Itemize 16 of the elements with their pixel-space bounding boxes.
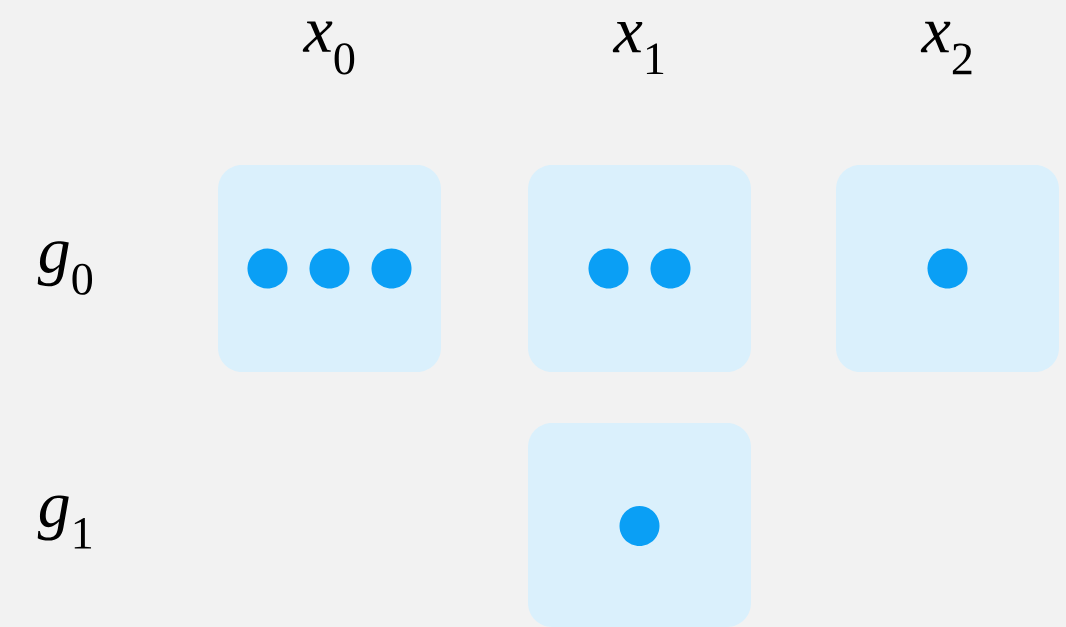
axis-label: x$_{0}$ <box>302 21 355 75</box>
rounded-box <box>528 423 751 627</box>
dot <box>371 248 412 289</box>
rounded-box <box>528 165 751 372</box>
axis-label: x$_{2}$ <box>920 21 972 75</box>
rounded-box <box>836 165 1059 372</box>
dot <box>927 248 968 289</box>
dot <box>309 248 350 289</box>
dot <box>619 506 660 546</box>
dot <box>650 248 691 289</box>
axis-label: x$_{1}$ <box>612 21 664 75</box>
rounded-box <box>218 165 441 372</box>
dot <box>247 248 288 289</box>
axis-label: g$_{1}$ <box>37 495 92 549</box>
axis-label: g$_{0}$ <box>37 241 93 295</box>
dot <box>588 248 629 289</box>
